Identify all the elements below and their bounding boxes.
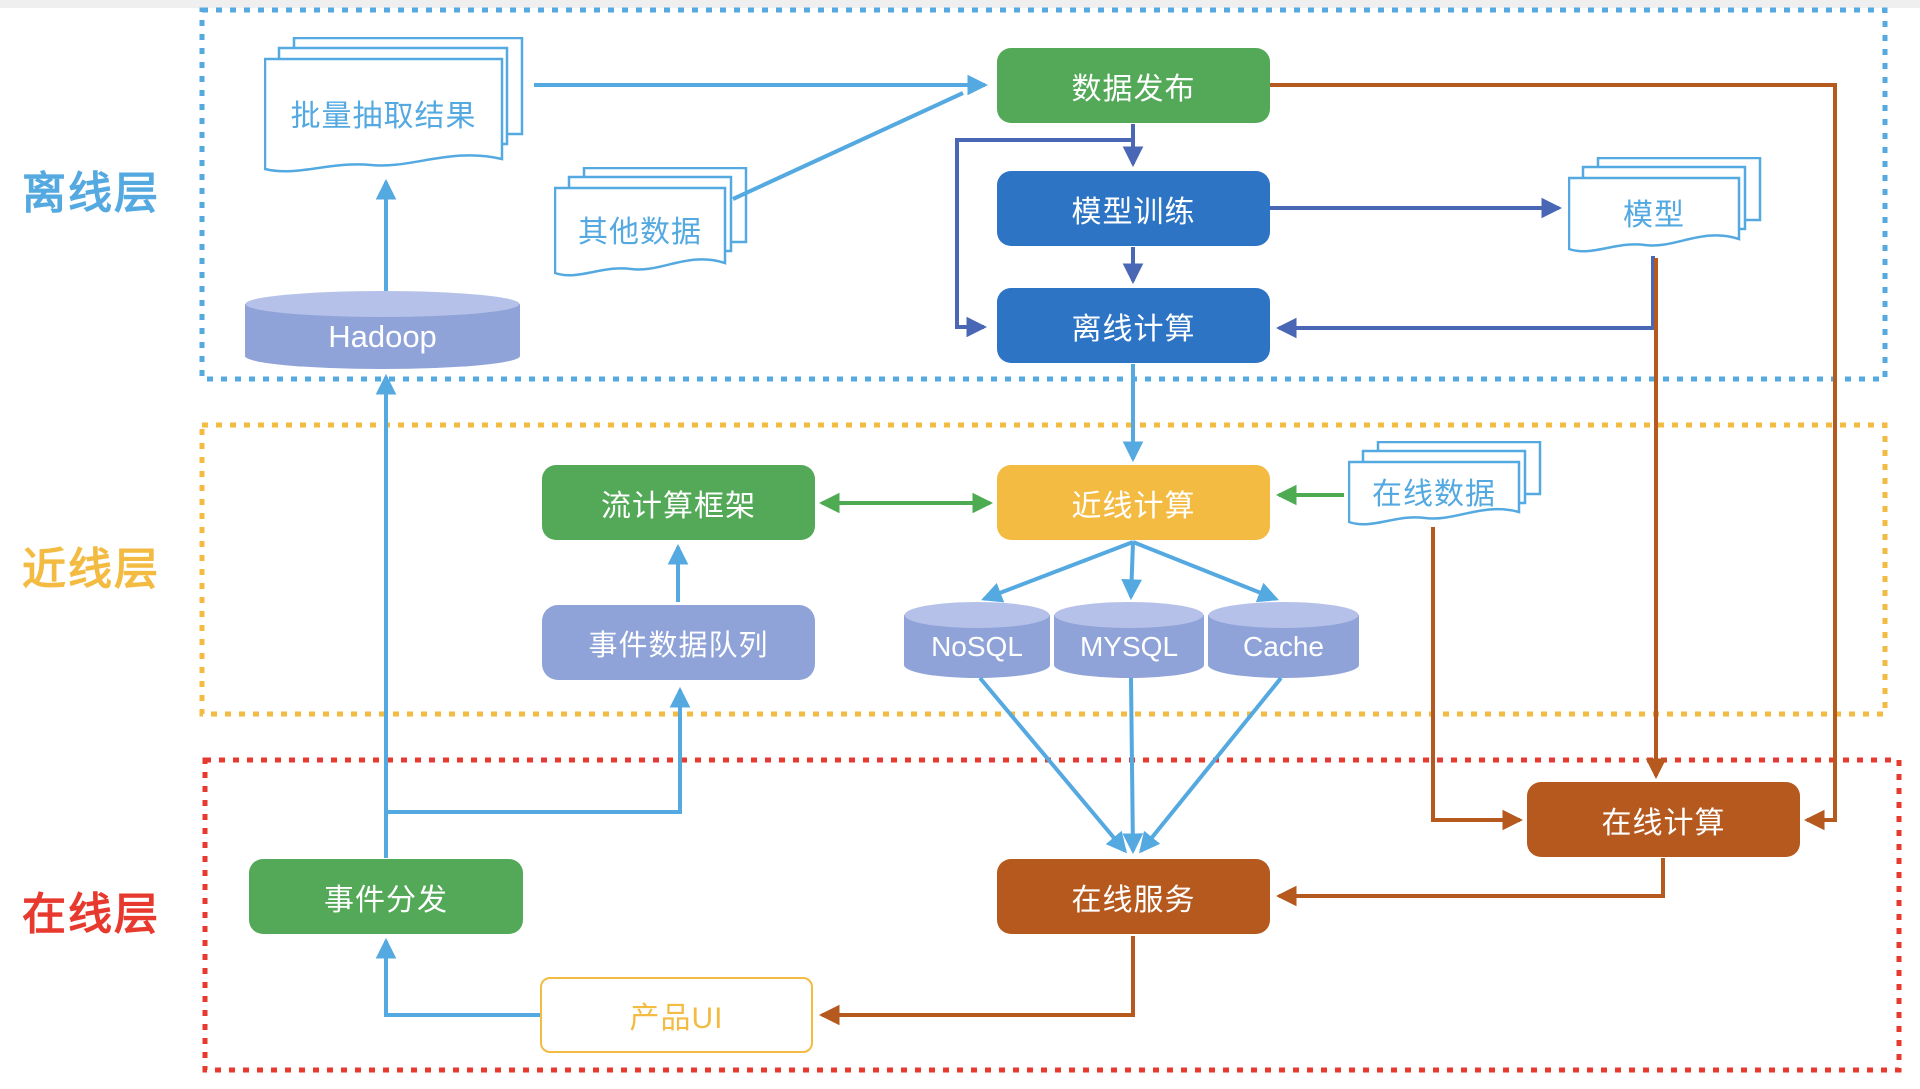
arrow-other-data-to-data-publish [732,91,964,201]
nearline-layer-label: 近线层 [22,545,160,594]
arrow-online-data-to-online-compute [1431,527,1524,831]
cache-label: Cache [1243,631,1324,662]
online-layer-label: 在线层 [22,890,160,939]
screenshot-top-edge [0,0,1920,8]
offline-layer-label: 离线层 [22,169,160,218]
data-publish-node: 数据发布 [997,48,1270,123]
model-doc-label: 模型 [1623,199,1685,232]
batch-result-doc-label: 批量抽取结果 [290,100,477,133]
stream-framework-node: 流计算框架 [542,465,815,540]
nosql-cylinder: NoSQL [904,602,1050,678]
arrow-cache-to-online-service [1139,676,1283,854]
arrow-event-dispatch-to-event-queue [386,686,691,814]
nearline-compute-node: 近线计算 [997,465,1270,540]
other-data-doc-label: 其他数据 [578,216,702,249]
arrow-online-service-to-product-ui [818,936,1135,1026]
cache-cylinder: Cache [1208,602,1359,678]
mysql-cylinder: MYSQL [1054,602,1204,678]
arrow-mysql-to-online-service [1122,677,1144,855]
hadoop-cylinder: Hadoop [245,291,520,369]
online-compute-node: 在线计算 [1527,782,1800,857]
offline-compute-node: 离线计算 [997,288,1270,363]
online-data-doc-label: 在线数据 [1372,478,1496,511]
hadoop-label: Hadoop [328,319,437,354]
online-service-node: 在线服务 [997,859,1270,934]
arrow-nosql-to-online-service [978,676,1128,854]
arrow-online-compute-to-online-service [1275,858,1665,907]
arrow-nearline-to-mysql [1121,541,1143,601]
mysql-label: MYSQL [1079,631,1179,662]
online-data-doc: 在线数据 [1348,441,1552,529]
arrow-model-doc-to-offline-compute [1275,256,1655,339]
event-queue-node: 事件数据队列 [542,605,815,680]
other-data-doc: 其他数据 [554,167,758,281]
arrow-nearline-to-cache [1132,540,1279,603]
product-ui-node: 产品UI [540,977,813,1053]
model-doc: 模型 [1568,157,1772,257]
model-train-node: 模型训练 [997,171,1270,246]
event-dispatch-node: 事件分发 [249,859,523,934]
batch-result-doc: 批量抽取结果 [264,37,535,177]
arrow-product-ui-to-event-dispatch [375,937,540,1017]
nosql-label: NoSQL [931,631,1023,662]
arrow-nearline-to-nosql [981,540,1134,603]
